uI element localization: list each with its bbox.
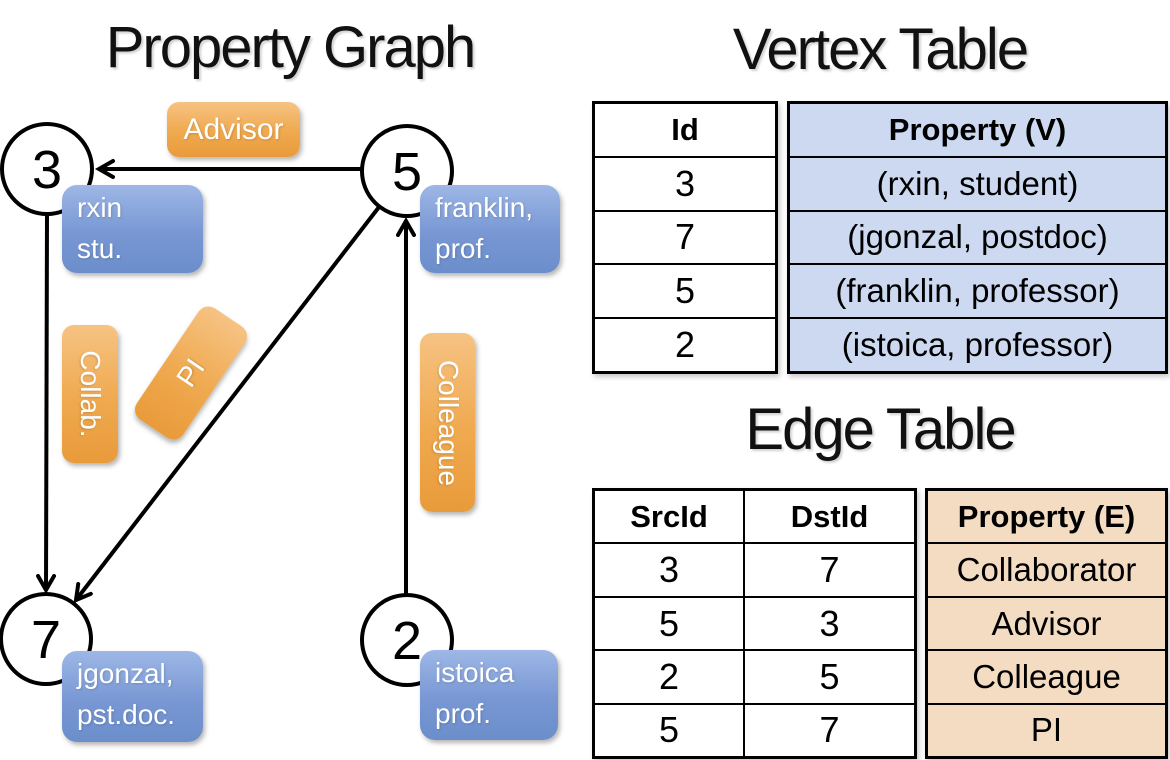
node-2-property-line1: istoica — [435, 657, 515, 688]
property-graph-title: Property Graph — [105, 15, 477, 80]
edge-dstid-cell: 3 — [745, 595, 914, 649]
edge-srcid-cell: 3 — [595, 542, 743, 595]
edge-label-colleague: Colleague — [420, 333, 475, 512]
node-5-property-label: franklin, prof. — [420, 185, 560, 273]
edge-property-cell: Collaborator — [928, 542, 1165, 595]
node-2-property-label: istoica prof. — [420, 650, 558, 740]
node-7-property-line1: jgonzal, — [77, 658, 174, 689]
edge-label-collab: Collab. — [62, 325, 118, 463]
node-5-id: 5 — [392, 142, 422, 202]
edge-label-advisor-text: Advisor — [183, 112, 284, 146]
edge-srcid-cell: 5 — [595, 595, 743, 649]
vertex-property-header: Property (V) — [888, 111, 1067, 147]
edge-pi-arrow — [73, 205, 381, 604]
edge-dstid-cell: 7 — [745, 542, 914, 595]
vertex-id-cell: 5 — [595, 263, 775, 317]
edge-label-colleague-text: Colleague — [432, 359, 464, 486]
edge-dstid-cell: 5 — [745, 649, 914, 702]
vertex-id-cell: 3 — [595, 155, 775, 210]
node-5-property-line1: franklin, — [435, 192, 534, 223]
node-2-id: 2 — [392, 611, 422, 671]
vertex-property-cell: (jgonzal, postdoc) — [790, 209, 1165, 264]
edge-property-header: Property (E) — [957, 498, 1136, 534]
edge-table-property-column: Property (E) Collaborator Advisor Collea… — [925, 488, 1168, 759]
vertex-id-header: Id — [671, 111, 699, 147]
vertex-id-cell: 7 — [595, 209, 775, 264]
vertex-table-property-column: Property (V) (rxin, student) (jgonzal, p… — [787, 101, 1168, 374]
edge-srcid-cell: 5 — [595, 702, 743, 756]
edge-label-collab-text: Collab. — [75, 350, 106, 438]
edge-collab-arrow — [36, 213, 57, 595]
edge-dstid-cell: 7 — [745, 702, 914, 756]
edge-property-cell: Colleague — [928, 649, 1165, 702]
node-5-property-line2: prof. — [435, 233, 492, 264]
node-2-property-line2: prof. — [435, 698, 492, 729]
edge-label-pi-text: PI — [170, 353, 211, 393]
node-3-property-label: rxin stu. — [62, 185, 203, 273]
edge-srcid-header: SrcId — [630, 498, 708, 534]
edge-label-advisor: Advisor — [167, 102, 300, 157]
vertex-property-cell: (rxin, student) — [790, 155, 1165, 210]
edge-srcid-cell: 2 — [595, 649, 743, 702]
node-7-id: 7 — [31, 610, 61, 670]
node-7-property-line2: pst.doc. — [77, 699, 176, 730]
edge-table-title: Edge Table — [745, 397, 1016, 462]
vertex-property-cell: (franklin, professor) — [790, 263, 1165, 317]
edge-property-cell: Advisor — [928, 595, 1165, 649]
edge-table-dstid-column: DstId 7 3 5 7 — [743, 491, 914, 756]
vertex-table-title: Vertex Table — [732, 17, 1029, 82]
edge-table-id-columns: SrcId 3 5 2 5 DstId 7 3 5 7 — [592, 488, 917, 759]
edge-dstid-header: DstId — [790, 498, 869, 534]
node-3-property-line1: rxin — [77, 192, 123, 223]
node-3-property-line2: stu. — [77, 233, 123, 264]
vertex-id-cell: 2 — [595, 317, 775, 371]
node-3-id: 3 — [32, 140, 62, 200]
edge-table-srcid-column: SrcId 3 5 2 5 — [595, 491, 743, 756]
vertex-property-cell: (istoica, professor) — [790, 317, 1165, 371]
edge-property-cell: PI — [928, 702, 1165, 756]
vertex-table-id-column: Id 3 7 5 2 — [592, 101, 778, 374]
node-7-property-label: jgonzal, pst.doc. — [62, 651, 203, 742]
